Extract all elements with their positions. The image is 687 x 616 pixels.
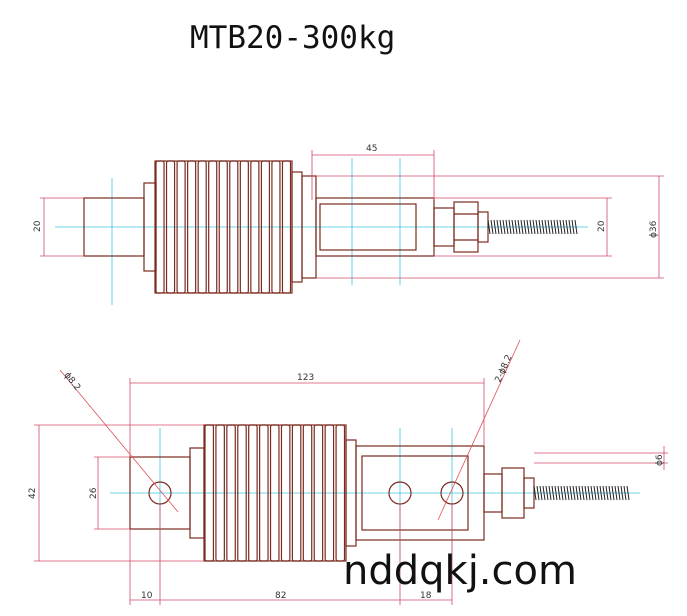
spring-coil <box>542 485 546 501</box>
spring-coil <box>587 485 591 501</box>
spring-coil <box>556 219 560 235</box>
dim-45-label: 45 <box>366 144 377 154</box>
spring-coil <box>511 219 515 235</box>
dim-10-label: 10 <box>141 591 153 601</box>
spring-coil <box>533 485 537 501</box>
dim-20-left-label: 20 <box>33 220 43 232</box>
spring-coil <box>584 485 588 501</box>
spring-coil <box>496 219 500 235</box>
spring-coil <box>541 219 545 235</box>
spring-coil <box>505 219 509 235</box>
spring-coil <box>547 219 551 235</box>
spring-coil <box>560 485 564 501</box>
watermark: nddqkj.com <box>343 548 577 594</box>
bottom-body-recess <box>361 455 469 531</box>
dim-cable-label: ϕ6 <box>655 454 665 466</box>
spring-coil <box>532 219 536 235</box>
dim-26-label: 26 <box>89 487 99 499</box>
dim-20-right-label: 20 <box>597 220 607 232</box>
top-gland-tip <box>477 211 489 243</box>
spring-coil <box>539 485 543 501</box>
spring-coil <box>559 219 563 235</box>
spring-coil <box>572 485 576 501</box>
spring-coil <box>517 219 521 235</box>
spring-coil <box>499 219 503 235</box>
spring-coil <box>593 485 597 501</box>
dim-42-label: 42 <box>28 488 38 499</box>
drawing-title: MTB20-300kg <box>190 20 396 56</box>
spring-coil <box>599 485 603 501</box>
dim-82-label: 82 <box>275 591 286 601</box>
spring-coil <box>529 219 533 235</box>
spring-coil <box>545 485 549 501</box>
dim-phi36-label: ϕ36 <box>649 220 659 238</box>
spring-coil <box>626 485 630 501</box>
spring-coil <box>565 219 569 235</box>
spring-coil <box>581 485 585 501</box>
spring-coil <box>563 485 567 501</box>
spring-coil <box>569 485 573 501</box>
top-body-recess <box>319 203 417 251</box>
top-view: 45 20 20 ϕ36 <box>33 144 664 305</box>
spring-coil <box>526 219 530 235</box>
spring-coil <box>575 485 579 501</box>
spring-coil <box>571 219 575 235</box>
spring-coil <box>551 485 555 501</box>
spring-coil <box>608 485 612 501</box>
spring-coil <box>536 485 540 501</box>
spring-coil <box>548 485 552 501</box>
spring-coil <box>578 485 582 501</box>
spring-coil <box>553 219 557 235</box>
spring-coil <box>550 219 554 235</box>
spring-coil <box>554 485 558 501</box>
top-cable-spring <box>487 219 578 235</box>
bottom-cable-spring <box>533 485 630 501</box>
spring-coil <box>568 219 572 235</box>
leader-hole-right <box>437 339 521 521</box>
spring-coil <box>602 485 606 501</box>
spring-coil <box>605 485 609 501</box>
spring-coil <box>544 219 548 235</box>
spring-coil <box>487 219 491 235</box>
spring-coil <box>493 219 497 235</box>
spring-coil <box>590 485 594 501</box>
spring-coil <box>617 485 621 501</box>
spring-coil <box>611 485 615 501</box>
spring-coil <box>620 485 624 501</box>
spring-coil <box>520 219 524 235</box>
spring-coil <box>508 219 512 235</box>
spring-coil <box>574 219 578 235</box>
spring-coil <box>490 219 494 235</box>
spring-coil <box>538 219 542 235</box>
dim-hole-right-label: 2-ϕ8.2 <box>494 353 515 384</box>
spring-coil <box>514 219 518 235</box>
spring-coil <box>596 485 600 501</box>
dim-hole-left-label: ϕ8.2 <box>62 371 82 393</box>
dim-18-label: 18 <box>420 591 432 601</box>
leader-hole-left <box>59 369 179 513</box>
spring-coil <box>562 219 566 235</box>
spring-coil <box>502 219 506 235</box>
dim-123-label: 123 <box>297 373 314 383</box>
spring-coil <box>557 485 561 501</box>
spring-coil <box>566 485 570 501</box>
spring-coil <box>535 219 539 235</box>
spring-coil <box>623 485 627 501</box>
bottom-gland-tip <box>523 477 535 509</box>
spring-coil <box>523 219 527 235</box>
spring-coil <box>614 485 618 501</box>
